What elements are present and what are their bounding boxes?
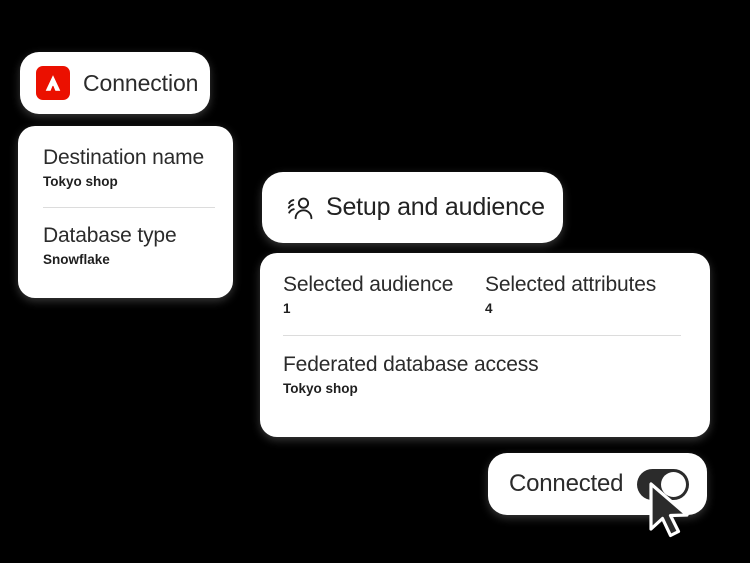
selected-audience-value: 1: [283, 301, 291, 316]
audience-details-panel: Selected audience 1 Selected attributes …: [260, 253, 710, 437]
destination-divider: [43, 207, 215, 208]
selected-attributes-stat: Selected attributes 4: [485, 273, 656, 316]
toggle-knob: [661, 471, 686, 497]
federated-database-access-heading: Federated database access: [283, 353, 539, 376]
connection-label: Connection: [83, 69, 199, 96]
audience-people-icon: [284, 193, 314, 223]
selected-audience-stat: Selected audience 1: [283, 273, 485, 316]
setup-and-audience-card[interactable]: Setup and audience: [262, 172, 563, 243]
connection-card[interactable]: Connection: [20, 52, 210, 114]
audience-stats-row: Selected audience 1 Selected attributes …: [283, 273, 688, 316]
destination-name-heading: Destination name: [43, 146, 205, 169]
selected-audience-heading: Selected audience: [283, 273, 454, 296]
database-type-value: Snowflake: [43, 252, 110, 267]
federated-database-access-value: Tokyo shop: [283, 381, 358, 396]
selected-attributes-heading: Selected attributes: [485, 273, 657, 296]
panel-divider: [283, 335, 681, 336]
database-type-field: Database type Snowflake: [43, 224, 215, 267]
connection-status-card[interactable]: Connected: [488, 453, 707, 515]
database-type-heading: Database type: [43, 224, 177, 247]
connected-toggle[interactable]: [637, 468, 689, 500]
destination-details-card: Destination name Tokyo shop Database typ…: [18, 126, 233, 298]
setup-and-audience-label: Setup and audience: [326, 193, 545, 221]
adobe-logo-icon: [36, 66, 70, 100]
connected-label: Connected: [509, 470, 624, 497]
destination-name-value: Tokyo shop: [43, 174, 118, 189]
federated-database-access-field: Federated database access Tokyo shop: [283, 353, 688, 396]
selected-attributes-value: 4: [485, 301, 493, 316]
destination-name-field: Destination name Tokyo shop: [43, 146, 215, 189]
